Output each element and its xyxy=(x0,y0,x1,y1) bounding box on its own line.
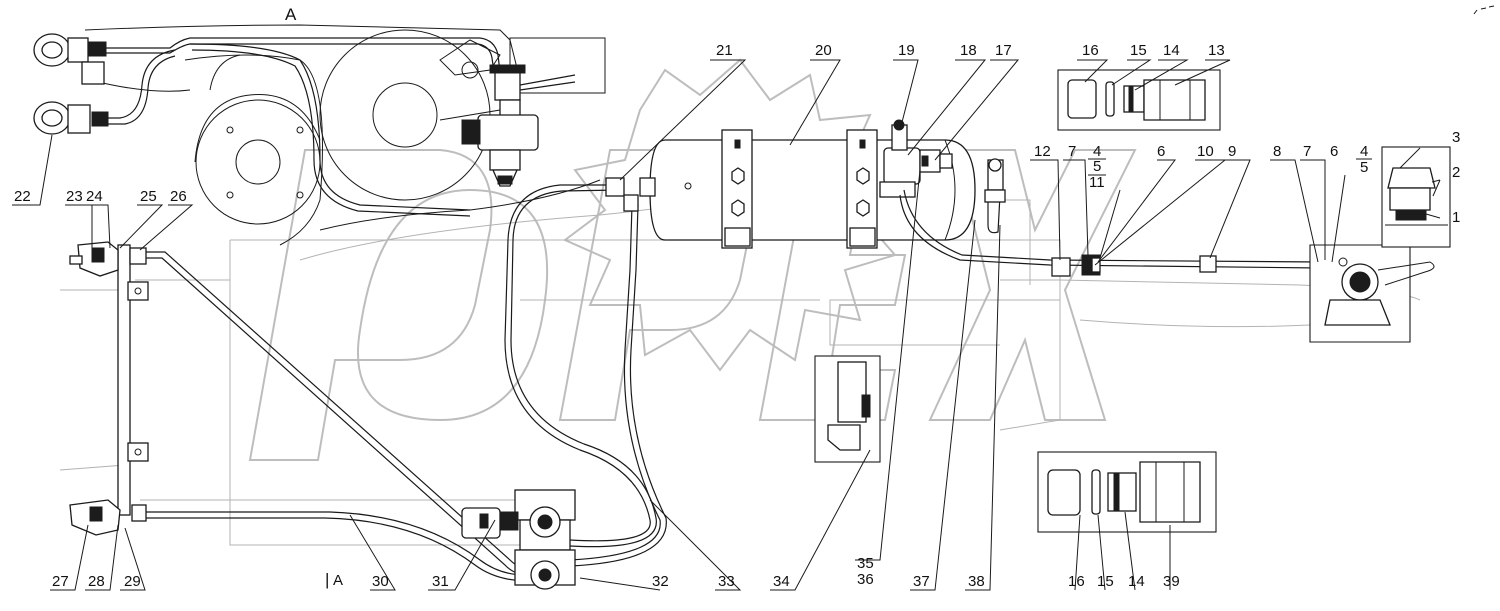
detail-coupling-bottom xyxy=(1037,451,1217,533)
callout-16-top: 16 xyxy=(1082,42,1099,59)
protective-valve xyxy=(489,64,576,117)
callout-7-right: 7 xyxy=(1303,143,1311,160)
callout-13: 13 xyxy=(1208,42,1225,59)
callout-8: 8 xyxy=(1273,143,1281,160)
callout-18: 18 xyxy=(960,42,977,59)
left-frame-rail xyxy=(117,244,149,516)
callout-12: 12 xyxy=(1034,143,1051,160)
callout-19: 19 xyxy=(898,42,915,59)
callout-14-bottom: 14 xyxy=(1128,573,1145,590)
callout-28: 28 xyxy=(88,573,105,590)
chassis-background xyxy=(59,179,1421,546)
callout-11: 11 xyxy=(1089,174,1105,191)
callout-33: 33 xyxy=(718,573,735,590)
callout-2: 2 xyxy=(1452,164,1460,181)
callout-36: 36 xyxy=(857,571,874,588)
callout-6-right: 6 xyxy=(1330,143,1338,160)
watermark xyxy=(248,58,1137,461)
callout-6-left: 6 xyxy=(1157,143,1165,160)
callout-3: 3 xyxy=(1452,129,1460,146)
view-label-top: A xyxy=(285,5,297,24)
callout-10: 10 xyxy=(1197,143,1214,160)
callout-4-left: 4 xyxy=(1093,143,1101,160)
tank-valve-assembly xyxy=(879,119,953,198)
coupler-head-upper-left xyxy=(69,241,147,277)
callout-5-right: 5 xyxy=(1360,159,1368,176)
gladhand-coupler-upper xyxy=(33,33,107,85)
callout-1: 1 xyxy=(1452,209,1460,226)
callout-39: 39 xyxy=(1163,573,1180,590)
callout-22: 22 xyxy=(14,188,31,205)
brake-lines-lower xyxy=(146,177,667,582)
callout-9: 9 xyxy=(1228,143,1236,160)
callout-35: 35 xyxy=(857,555,874,572)
relay-valve-bottom xyxy=(461,489,576,590)
brake-lines-upper xyxy=(106,37,501,217)
view-label-bottom: A xyxy=(333,572,343,589)
callout-7-left: 7 xyxy=(1068,143,1076,160)
callout-24: 24 xyxy=(86,188,103,205)
right-control-valve-view xyxy=(1309,244,1435,343)
callout-17: 17 xyxy=(995,42,1012,59)
pressure-regulator xyxy=(461,114,539,187)
callout-20: 20 xyxy=(815,42,832,59)
callout-29: 29 xyxy=(124,573,141,590)
view-label-bottom-bar: | xyxy=(325,570,329,589)
callout-27: 27 xyxy=(52,573,69,590)
detail-fitting-34 xyxy=(814,355,881,463)
callout-38: 38 xyxy=(968,573,985,590)
callout-30: 30 xyxy=(372,573,389,590)
leader-lines xyxy=(12,59,1441,591)
corner-mark xyxy=(1473,5,1495,15)
callout-32: 32 xyxy=(652,573,669,590)
detail-coupling-top xyxy=(1057,69,1221,131)
callout-25: 25 xyxy=(140,188,157,205)
callout-16-bottom: 16 xyxy=(1068,573,1085,590)
callout-labels: A | A 21 20 19 18 17 16 15 14 13 12 7 4 … xyxy=(14,5,1460,590)
gladhand-coupler-lower xyxy=(33,101,109,135)
detail-gland-nut xyxy=(1381,146,1451,248)
callout-23: 23 xyxy=(66,188,83,205)
callout-37: 37 xyxy=(913,573,930,590)
callout-14-top: 14 xyxy=(1163,42,1180,59)
callout-5-left: 5 xyxy=(1093,158,1101,175)
coupler-head-lower-left xyxy=(69,499,147,536)
drain-fitting xyxy=(984,158,1006,234)
callout-15-bottom: 15 xyxy=(1097,573,1114,590)
callout-31: 31 xyxy=(432,573,449,590)
callout-15-top: 15 xyxy=(1130,42,1147,59)
callout-26: 26 xyxy=(170,188,187,205)
callout-34: 34 xyxy=(773,573,790,590)
callout-21: 21 xyxy=(716,42,733,59)
callout-4-right: 4 xyxy=(1360,143,1368,160)
